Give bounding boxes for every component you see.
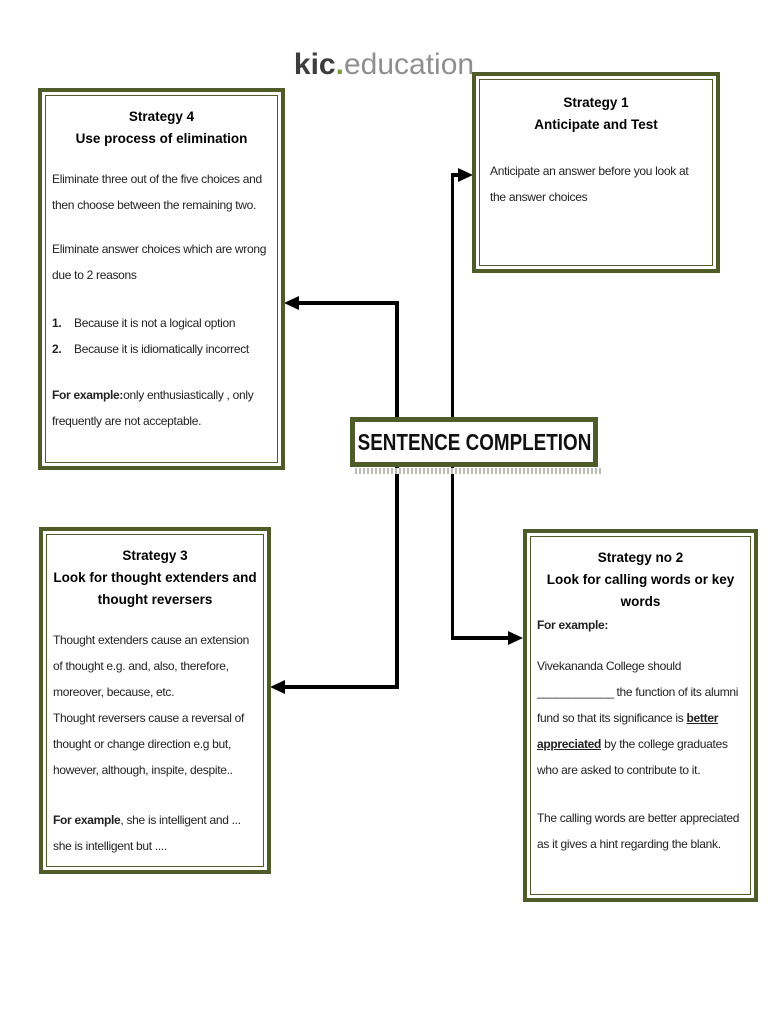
strategy3-title-line1: Strategy 3	[122, 548, 188, 563]
strategy1-paragraph: Anticipate an answer before you look at …	[490, 164, 689, 204]
strategy3-paragraph-2: Thought reversers cause a reversal of th…	[53, 711, 244, 777]
strategy3-title: Strategy 3 Look for thought extenders an…	[53, 545, 257, 611]
strategy4-box: Strategy 4 Use process of elimination El…	[38, 88, 285, 470]
strategy4-title-line1: Strategy 4	[128, 109, 195, 124]
strategy2-example-label: For example:	[537, 618, 609, 632]
logo-kic-text: kic	[293, 48, 336, 81]
strategy2-box: Strategy no 2 Look for calling words or …	[523, 529, 758, 902]
strategy4-title: Strategy 4 Use process of elimination	[52, 106, 271, 150]
arrowhead-to-strategy3-icon	[270, 680, 285, 694]
kic-education-logo: kic.education	[0, 48, 768, 82]
sentence-completion-title: SENTENCE COMPLETION	[357, 428, 591, 455]
strategy2-example-sentence: Vivekananda College should ____________ t…	[537, 653, 744, 783]
arrowhead-to-strategy4-icon	[284, 296, 299, 310]
strategy4-example-text: only enthusiastically , only frequently …	[52, 388, 254, 428]
logo-education-text: education	[343, 48, 475, 81]
list-item-text: Because it is idiomatically incorrect	[74, 342, 249, 356]
strategy2-sentence-part1: Vivekananda College should	[537, 659, 682, 673]
strategy4-numbered-list: 1. Because it is not a logical option 2.…	[52, 310, 271, 362]
strategy4-box-inner: Strategy 4 Use process of elimination El…	[45, 95, 278, 463]
strategy2-sentence-blank-part: ____________ the function of its alumni …	[537, 685, 739, 725]
strategy4-title-line2: Use process of elimination	[75, 131, 248, 146]
list-item: 2. Because it is idiomatically incorrect	[52, 336, 271, 362]
strategy3-example-label: For example	[53, 813, 121, 827]
strategy3-box: Strategy 3 Look for thought extenders an…	[39, 527, 271, 874]
strategy1-title-line1: Strategy 1	[563, 95, 629, 110]
arrowhead-to-strategy1-icon	[458, 168, 473, 182]
connector-to-strategy4-line	[298, 301, 399, 305]
strategy3-paragraph-1: Thought extenders cause an extension of …	[53, 633, 250, 699]
list-item-number: 1.	[52, 316, 62, 330]
list-item: 1. Because it is not a logical option	[52, 310, 271, 336]
strategy4-paragraph-2: Eliminate answer choices which are wrong…	[52, 242, 267, 282]
arrowhead-to-strategy2-icon	[508, 631, 523, 645]
center-box-shadow	[355, 468, 602, 474]
strategy1-box: Strategy 1 Anticipate and Test Anticipat…	[472, 72, 720, 273]
connector-to-strategy3-line	[284, 685, 399, 689]
strategy2-title-line1: Strategy no 2	[597, 550, 684, 565]
strategy3-example-text: , she is intelligent and ... she is inte…	[53, 813, 241, 853]
strategy3-title-line2: Look for thought extenders and thought r…	[53, 570, 257, 607]
strategy2-keywords-highlight: better appreciated	[537, 711, 719, 751]
logo-dot: .	[335, 48, 344, 81]
connector-to-strategy1-line	[451, 173, 461, 177]
connector-to-strategy2-line	[451, 636, 509, 640]
strategy4-paragraph-1: Eliminate three out of the five choices …	[52, 172, 262, 212]
strategy2-paragraph-2: The calling words are better appreciated…	[537, 811, 740, 851]
strategy2-sentence-part3: by the college graduates who are asked t…	[537, 737, 728, 777]
strategy4-example: For example:only enthusiastically , only…	[52, 382, 271, 434]
strategy1-box-inner: Strategy 1 Anticipate and Test Anticipat…	[479, 79, 713, 266]
strategy2-box-inner: Strategy no 2 Look for calling words or …	[530, 536, 751, 895]
list-item-text: Because it is not a logical option	[74, 316, 236, 330]
connector-vertical-right	[451, 175, 454, 638]
strategy3-box-inner: Strategy 3 Look for thought extenders an…	[46, 534, 264, 867]
strategy1-title-line2: Anticipate and Test	[534, 117, 658, 132]
strategy1-title: Strategy 1 Anticipate and Test	[490, 92, 702, 136]
strategy4-example-label: For example:	[52, 388, 124, 402]
connector-vertical-left	[395, 303, 399, 687]
list-item-number: 2.	[52, 342, 62, 356]
strategy2-title-line2: Look for calling words or key words	[546, 572, 735, 609]
sentence-completion-box: SENTENCE COMPLETION	[350, 417, 598, 467]
strategy2-title: Strategy no 2 Look for calling words or …	[537, 547, 744, 613]
strategy3-example: For example, she is intelligent and ... …	[53, 807, 257, 859]
